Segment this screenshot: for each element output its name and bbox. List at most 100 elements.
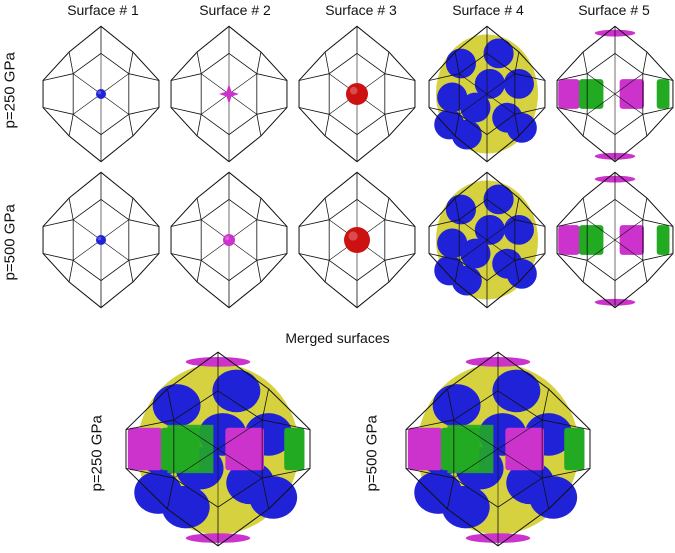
bz-edge	[582, 114, 588, 137]
bz-edge	[582, 260, 588, 283]
bz-edge	[196, 197, 202, 220]
bz-edge	[405, 419, 454, 431]
bz-edge	[459, 219, 515, 261]
bz-edge	[68, 260, 74, 283]
bz-edge	[324, 260, 330, 283]
green-cylinder	[167, 424, 214, 474]
green-cylinder	[284, 427, 305, 471]
blue-sheet-lobe	[503, 68, 534, 99]
blue-sheet-lobe	[249, 476, 298, 519]
red-pocket-highlight	[348, 231, 358, 241]
magenta-cylinder	[619, 225, 644, 255]
bz-edge	[454, 114, 460, 137]
bz-edge	[405, 467, 454, 479]
bz-edge	[582, 197, 588, 220]
blue-sheet-lobe	[437, 82, 468, 113]
bz-edge	[170, 107, 202, 115]
merged-label-250: p=250 GPa	[88, 415, 106, 492]
bz-edge	[384, 114, 390, 137]
blue-sheet-lobe	[529, 476, 578, 519]
blue-sheet-lobe	[460, 92, 491, 123]
bz-edge	[324, 51, 330, 74]
bz-edge	[582, 51, 588, 74]
bz-edge	[587, 73, 643, 115]
bz-edge	[298, 73, 330, 81]
bz-edge	[128, 219, 160, 227]
bz-edge	[454, 197, 460, 220]
bz-edge	[384, 73, 416, 81]
surface-1-title: Surface # 1	[67, 2, 139, 18]
bz-panel-500-s4	[428, 171, 546, 309]
bz-edge	[542, 419, 591, 431]
red-pocket	[344, 227, 370, 253]
bz-edge	[128, 114, 134, 137]
bz-edge	[447, 388, 455, 421]
bz-edge	[256, 260, 262, 283]
bz-edge	[556, 253, 588, 261]
blue-sheet-lobe	[134, 471, 183, 514]
bz-edge	[128, 253, 160, 261]
bz-edge	[298, 253, 330, 261]
bz-edge	[384, 253, 416, 261]
bz-edge	[167, 388, 175, 421]
bz-panel-500-s3	[298, 171, 416, 309]
bz-edge	[125, 419, 174, 431]
bz-edge	[642, 253, 674, 261]
bz-edge	[128, 51, 134, 74]
bz-edge	[262, 419, 311, 431]
bz-edge	[256, 219, 288, 227]
bz-panel-500-s1	[42, 171, 160, 309]
surface-2-title: Surface # 2	[199, 2, 271, 18]
blue-sheet-lobe	[437, 228, 468, 259]
merged-label-500: p=500 GPa	[363, 415, 381, 492]
red-pocket	[346, 83, 368, 105]
bz-edge	[556, 107, 588, 115]
bz-edge	[256, 73, 288, 81]
bz-edge	[642, 107, 674, 115]
bz-edge	[514, 219, 546, 227]
bz-edge	[447, 477, 455, 510]
blue-sheet-lobe	[445, 48, 476, 79]
bz-panel-500-s5	[556, 171, 674, 309]
bz-edge	[256, 197, 262, 220]
bz-edge	[514, 197, 520, 220]
bz-edge	[42, 107, 74, 115]
bz-edge	[261, 477, 269, 510]
bz-edge	[541, 388, 549, 421]
blue-sheet-lobe	[414, 471, 463, 514]
bz-edge	[454, 51, 460, 74]
bz-edge	[125, 467, 174, 479]
bz-edge	[68, 51, 74, 74]
magenta-cylinder	[127, 427, 163, 471]
bz-edge	[170, 253, 202, 261]
blue-sheet-lobe	[474, 68, 505, 99]
bz-edge	[128, 260, 134, 283]
bz-edge	[196, 51, 202, 74]
bz-edge	[42, 219, 74, 227]
bz-edge	[642, 260, 648, 283]
bz-edge	[196, 260, 202, 283]
blue-sheet-lobe	[506, 258, 537, 289]
bz-edge	[173, 419, 263, 479]
bz-edge	[384, 197, 390, 220]
surface-3-title: Surface # 3	[325, 2, 397, 18]
magenta-cylinder	[407, 427, 443, 471]
bz-panel-250-s5	[556, 25, 674, 163]
magenta-cylinder	[225, 427, 264, 471]
surface-5-title: Surface # 5	[578, 2, 650, 18]
magenta-pocket	[223, 234, 235, 246]
magenta-cylinder	[558, 79, 581, 109]
green-cylinder	[579, 79, 604, 109]
bz-edge	[256, 253, 288, 261]
bz-edge	[68, 114, 74, 137]
merged-panel-250	[125, 351, 311, 547]
bz-edge	[384, 107, 416, 115]
bz-edge	[256, 114, 262, 137]
bz-edge	[384, 260, 390, 283]
magenta-cylinder	[558, 225, 581, 255]
bz-edge	[324, 114, 330, 137]
blue-sheet-lobe	[474, 214, 505, 245]
bz-edge	[128, 197, 134, 220]
blue-sheet-lobe	[445, 194, 476, 225]
blue-sheet-lobe	[492, 369, 541, 413]
